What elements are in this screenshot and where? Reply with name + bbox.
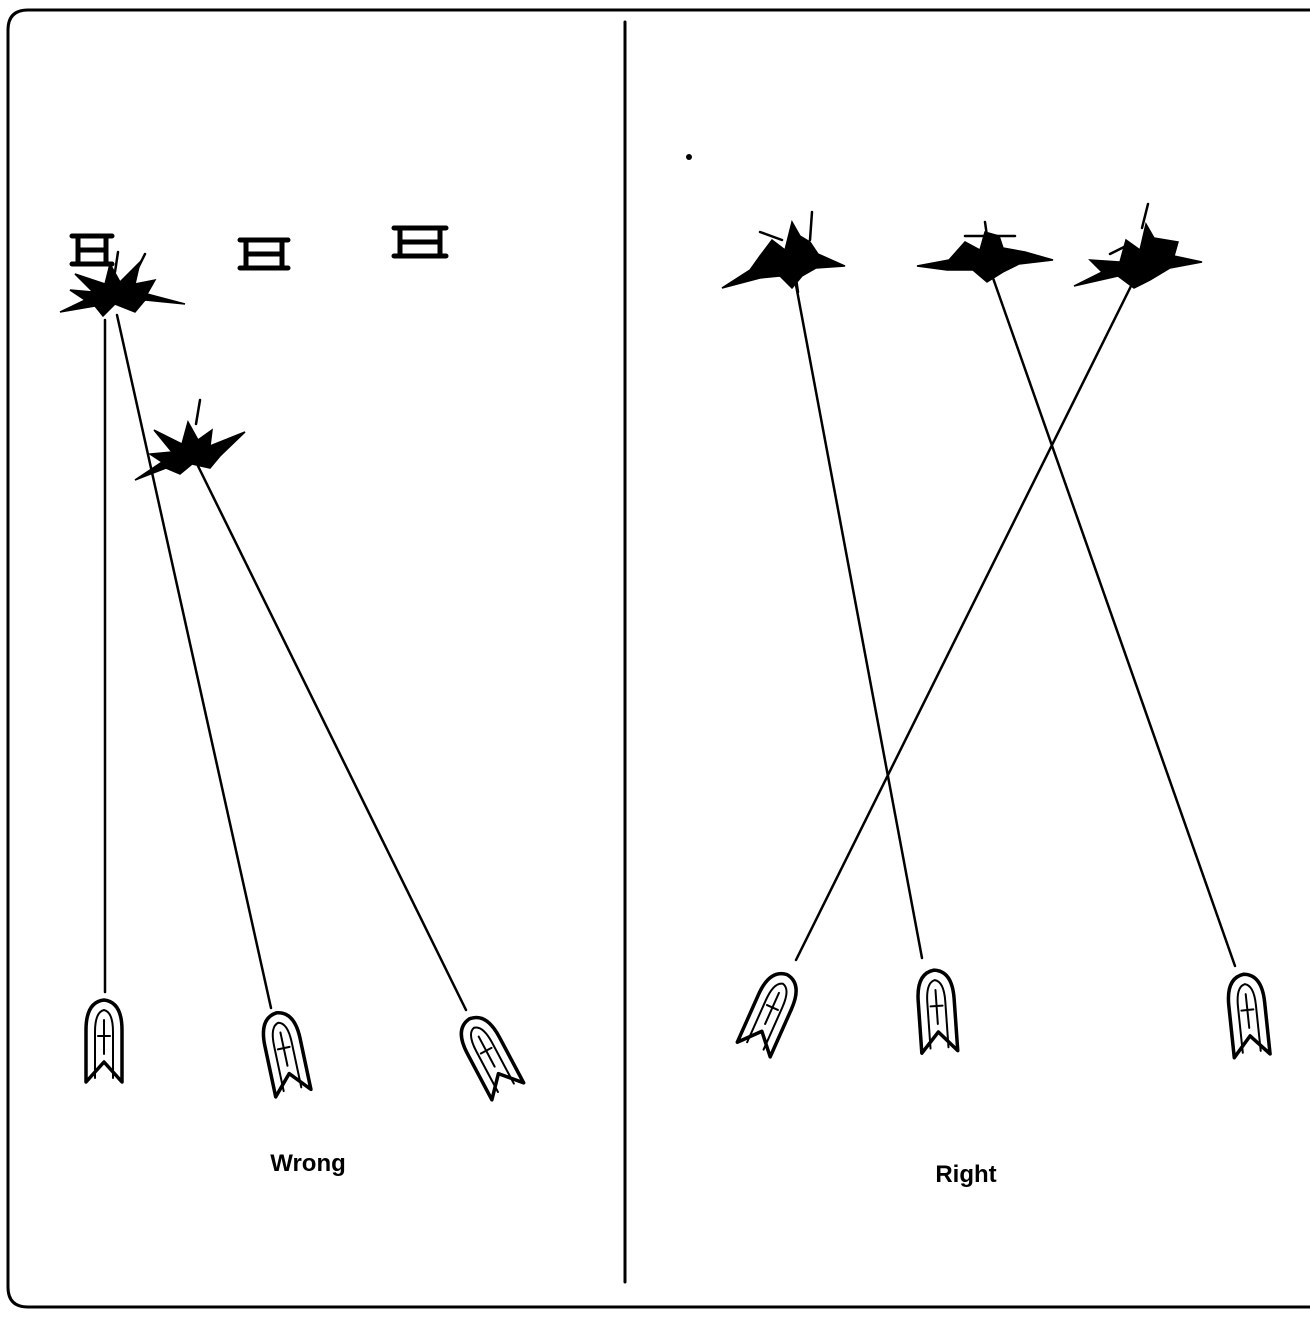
boat-launcher-icon	[86, 1000, 122, 1082]
explosion-icon	[722, 212, 845, 292]
panel-right: Right	[686, 154, 1270, 1188]
speck	[686, 154, 692, 160]
explosion-icon	[1074, 204, 1202, 288]
explosion-icon	[917, 222, 1053, 282]
torpedo-track	[117, 315, 271, 1008]
panel-caption-wrong: Wrong	[270, 1150, 346, 1177]
torpedo-track	[198, 466, 466, 1010]
square-target-icon	[394, 228, 446, 256]
boat-launcher-icon	[259, 1009, 311, 1097]
outer-frame	[8, 10, 1310, 1307]
torpedo-track	[796, 276, 1136, 960]
panel-wrong: Wrong	[60, 228, 524, 1177]
square-target-icon	[72, 236, 112, 264]
square-target-icon	[240, 240, 288, 268]
torpedo-track	[796, 285, 922, 958]
boat-launcher-icon	[916, 969, 958, 1053]
panel-caption-right: Right	[935, 1161, 996, 1188]
boat-launcher-icon	[737, 967, 803, 1057]
boat-launcher-icon	[453, 1010, 523, 1099]
torpedo-track	[993, 278, 1235, 966]
boat-launcher-icon	[1226, 972, 1270, 1057]
